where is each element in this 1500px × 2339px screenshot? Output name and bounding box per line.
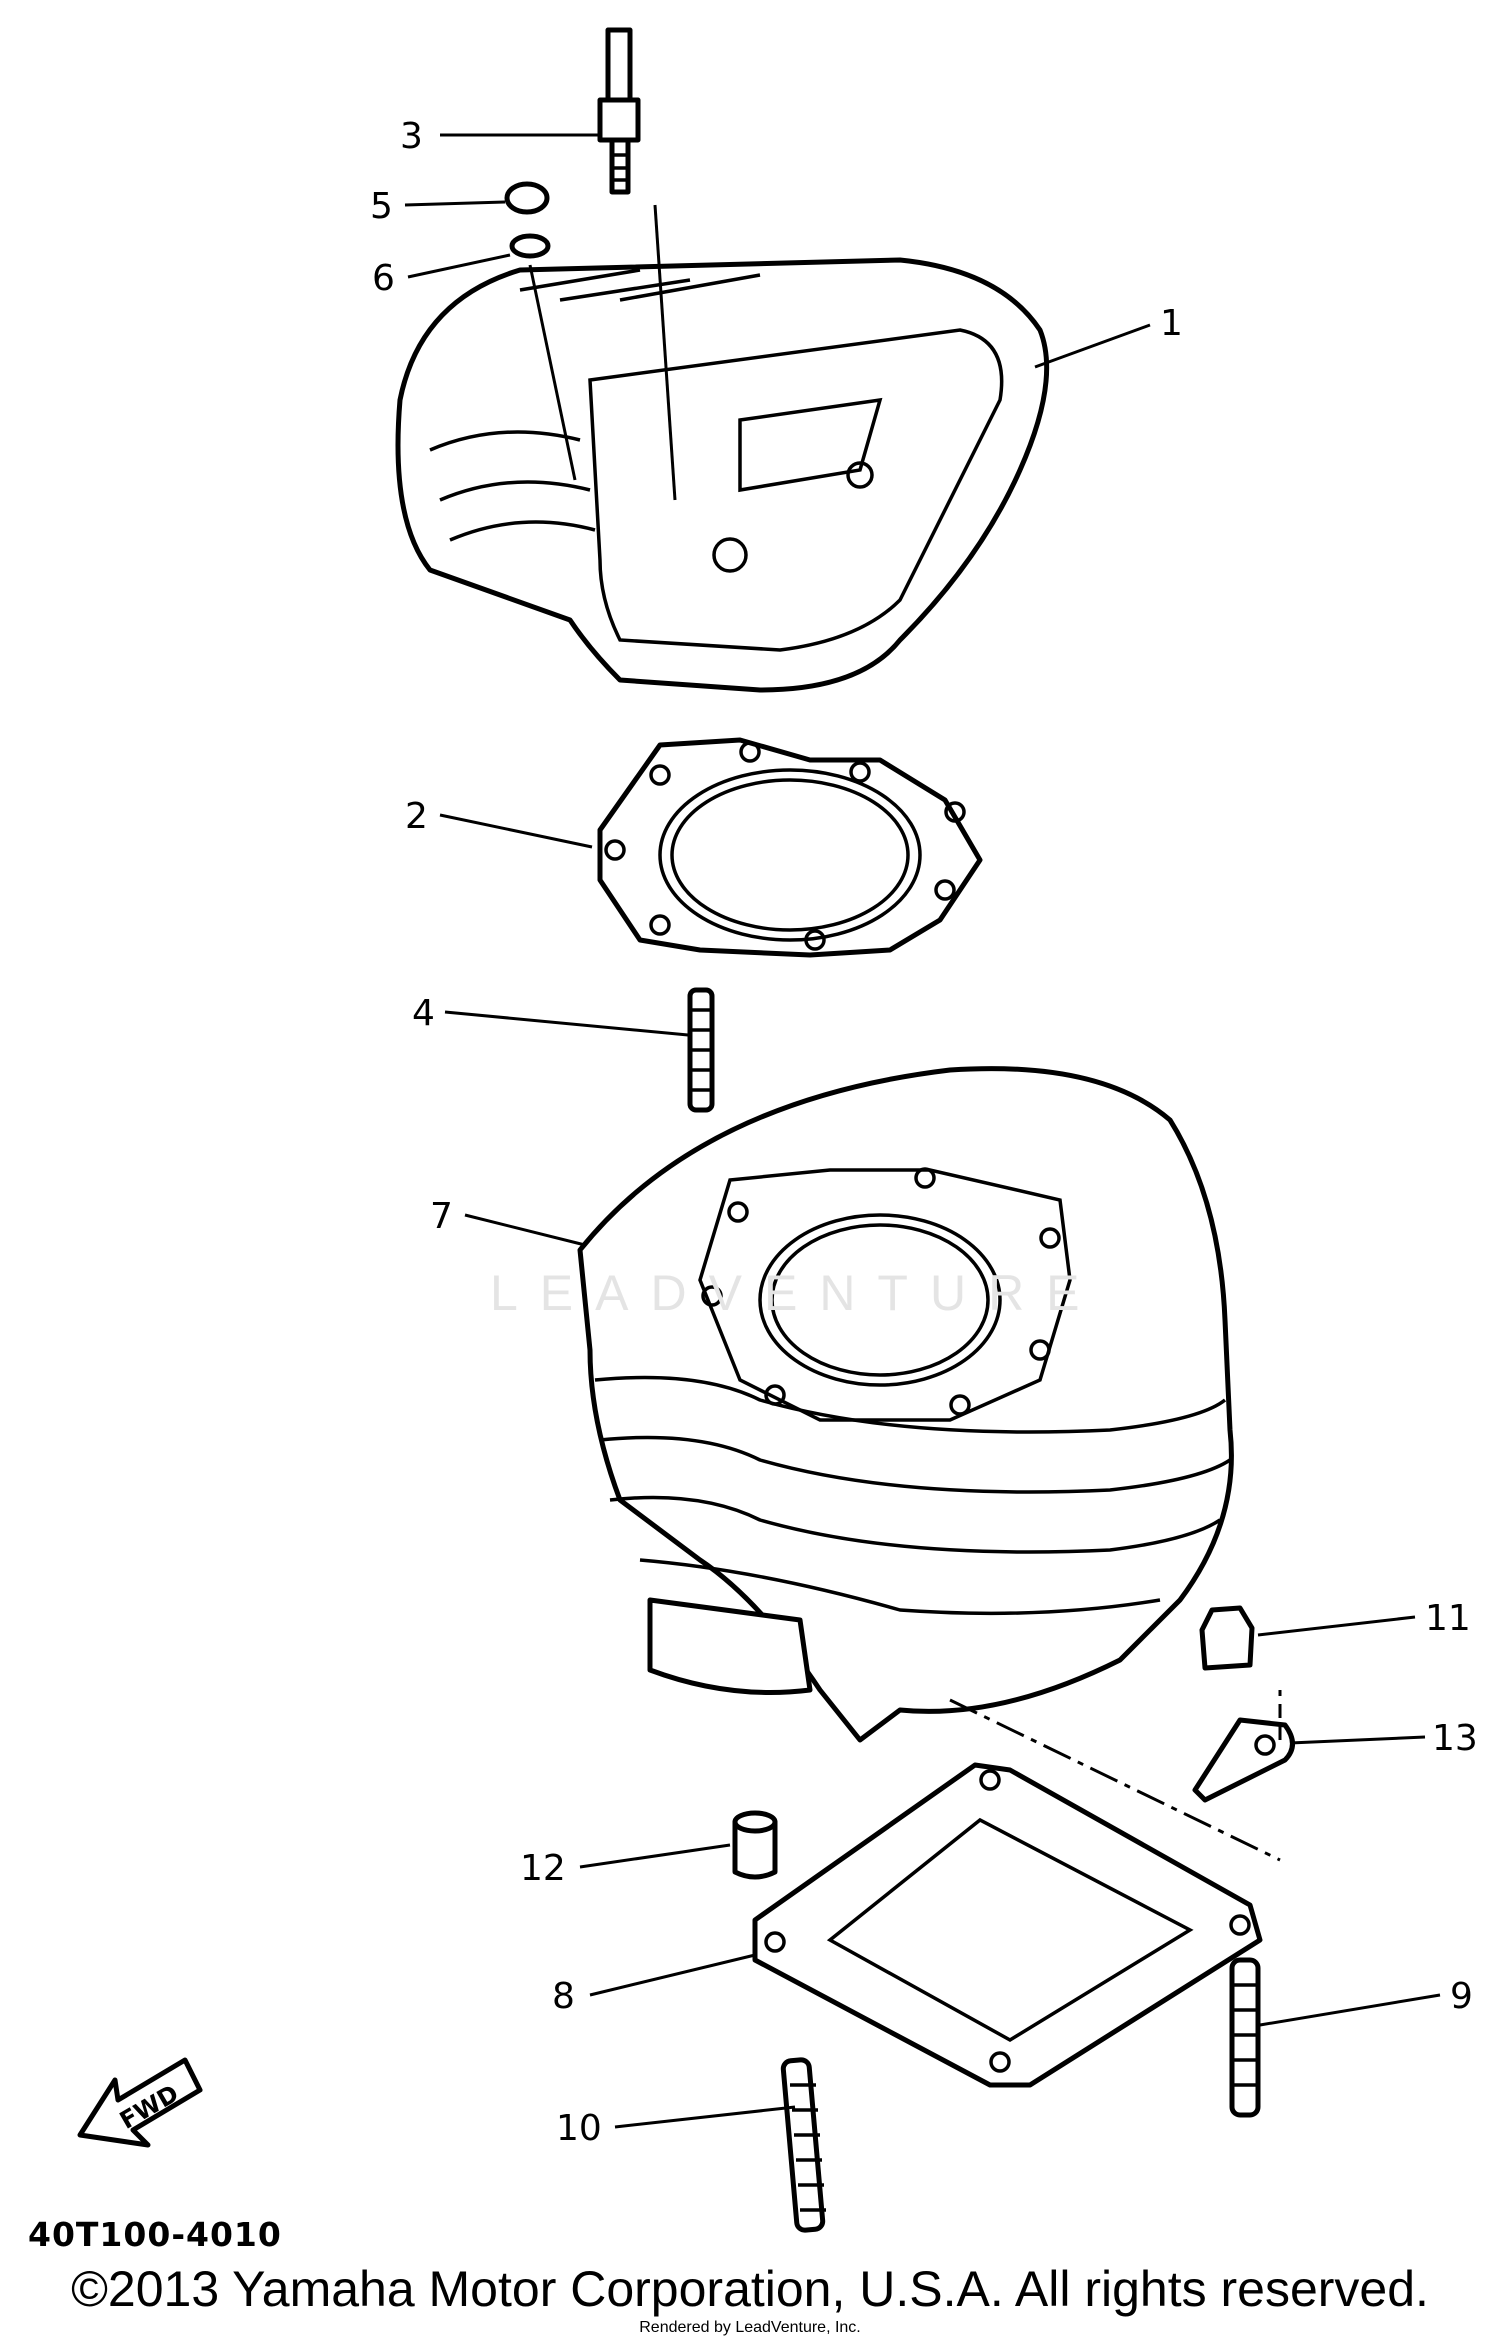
callout-12: 12 bbox=[520, 1843, 731, 1889]
svg-text:7: 7 bbox=[430, 1196, 453, 1237]
callout-4: 4 bbox=[412, 993, 689, 1037]
part-base-gasket[interactable] bbox=[752, 1762, 1263, 2088]
svg-text:1: 1 bbox=[1160, 303, 1183, 344]
svg-text:3: 3 bbox=[400, 116, 423, 157]
part-washer[interactable] bbox=[509, 233, 551, 259]
svg-text:8: 8 bbox=[552, 1976, 575, 2017]
part-stud[interactable] bbox=[687, 987, 715, 1113]
part-stud-long[interactable] bbox=[780, 2057, 826, 2233]
callout-10: 10 bbox=[556, 2105, 796, 2149]
callout-6: 6 bbox=[372, 253, 511, 299]
callout-5: 5 bbox=[370, 186, 506, 227]
callout-11: 11 bbox=[1257, 1598, 1471, 1639]
part-bracket[interactable] bbox=[1192, 1717, 1295, 1803]
part-cylinder[interactable] bbox=[577, 1066, 1234, 1743]
svg-text:2: 2 bbox=[405, 796, 428, 837]
part-stud-long[interactable] bbox=[1229, 1957, 1261, 2118]
part-dowel-pin[interactable] bbox=[732, 1810, 778, 1880]
svg-text:12: 12 bbox=[520, 1848, 566, 1889]
part-cylinder-head[interactable] bbox=[395, 257, 1050, 693]
callout-7: 7 bbox=[430, 1196, 586, 1247]
rendered-by-notice: Rendered by LeadVenture, Inc. bbox=[639, 2319, 861, 2336]
callout-2: 2 bbox=[405, 796, 593, 849]
callout-9: 9 bbox=[1259, 1976, 1473, 2027]
part-flange-nut[interactable] bbox=[1199, 1605, 1255, 1671]
callout-1: 1 bbox=[1034, 303, 1183, 369]
part-nut[interactable] bbox=[504, 181, 550, 215]
part-head-gasket[interactable] bbox=[597, 737, 983, 958]
svg-text:6: 6 bbox=[372, 258, 395, 299]
diagram-part-code: 40T100-4010 bbox=[28, 2215, 282, 2254]
part-spark-plug[interactable] bbox=[597, 27, 641, 195]
svg-text:4: 4 bbox=[412, 993, 435, 1034]
svg-text:13: 13 bbox=[1432, 1718, 1478, 1759]
callout-8: 8 bbox=[552, 1953, 756, 2017]
svg-text:9: 9 bbox=[1450, 1976, 1473, 2017]
svg-text:11: 11 bbox=[1425, 1598, 1471, 1639]
svg-text:5: 5 bbox=[370, 186, 393, 227]
svg-text:10: 10 bbox=[556, 2108, 602, 2149]
fwd-arrow-icon: FWD bbox=[77, 2057, 203, 2148]
callout-3: 3 bbox=[400, 116, 600, 157]
copyright-notice: ©2013 Yamaha Motor Corporation, U.S.A. A… bbox=[71, 2261, 1429, 2317]
callout-13: 13 bbox=[1289, 1718, 1478, 1759]
